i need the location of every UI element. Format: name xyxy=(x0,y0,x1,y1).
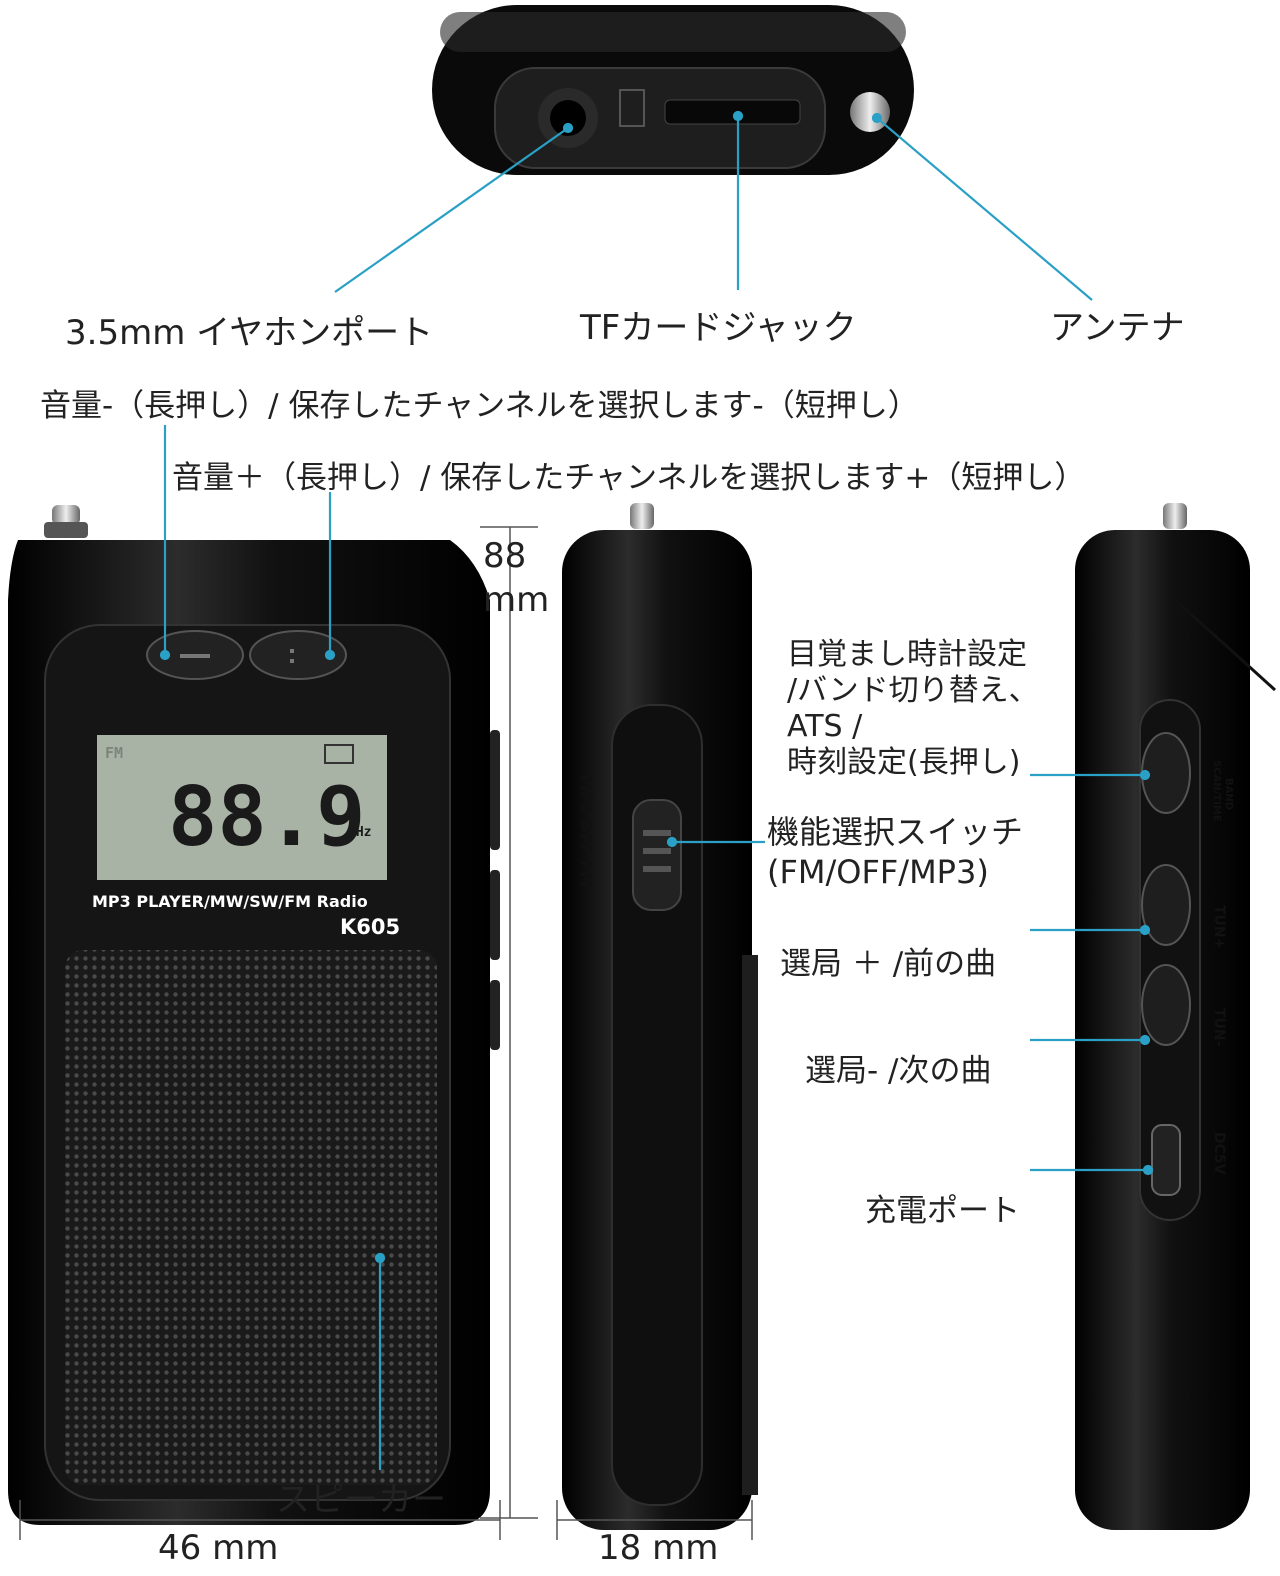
scan-label: SCAN/TIME xyxy=(1211,760,1222,822)
alarm-band-ats-label: 目覚まし時計設定 /バンド切り替え、 ATS / 時刻設定(長押し) xyxy=(787,637,1039,780)
front-view: FM 88.9 MHz MP3 PLAYER/MW/SW/FM Radio K6… xyxy=(8,505,500,1525)
tune-minus-button xyxy=(1141,964,1191,1046)
earphone-port-label: 3.5mm イヤホンポート xyxy=(65,313,434,353)
lcd-band: FM xyxy=(105,744,123,762)
model-name: K605 xyxy=(340,915,400,939)
top-view xyxy=(432,5,914,175)
right-side-view: BAND SCAN/TIME TUN+ TUN- DC5V xyxy=(1075,503,1277,1530)
height-unit: mm xyxy=(483,580,550,620)
tune-down-label: 選局- /次の曲 xyxy=(805,1053,992,1089)
antenna-tip-icon xyxy=(850,92,890,132)
speaker-grill xyxy=(65,950,437,1485)
lcd-screen xyxy=(97,735,387,880)
volume-down-button xyxy=(146,630,244,680)
earphone-jack-icon xyxy=(538,88,598,148)
width-dimension: 46 mm xyxy=(158,1528,279,1568)
volume-up-button xyxy=(249,630,347,680)
side-antenna-icon xyxy=(630,503,654,529)
callout-lines xyxy=(159,110,1154,1470)
tun-plus-label: TUN+ xyxy=(1211,905,1227,949)
function-switch xyxy=(632,799,682,911)
speaker-label: スピーカー xyxy=(276,1480,446,1520)
charge-port-label: 充電ポート xyxy=(865,1193,1020,1229)
usb-port-icon xyxy=(1151,1124,1181,1196)
left-side-view: MP3 OFF FM xyxy=(562,503,758,1530)
volume-up-label: 音量＋（長押し）/ 保存したチャンネルを選択します+（短押し） xyxy=(172,460,1086,496)
tune-plus-button xyxy=(1141,864,1191,946)
function-switch-label: 機能選択スイッチ (FM/OFF/MP3) xyxy=(767,813,1024,891)
side-antenna-icon xyxy=(1163,503,1187,529)
front-antenna-icon xyxy=(44,505,88,538)
tf-card-label: TFカードジャック xyxy=(580,308,857,348)
lcd-unit: MHz xyxy=(348,825,371,840)
tune-up-label: 選局 ＋ /前の曲 xyxy=(780,946,997,982)
tf-card-slot-icon xyxy=(619,89,801,127)
tun-minus-label: TUN- xyxy=(1211,1008,1227,1047)
dimension-lines xyxy=(19,526,753,1540)
band-label: BAND xyxy=(1223,778,1234,810)
volume-down-label: 音量-（長押し）/ 保存したチャンネルを選択します-（短押し） xyxy=(40,388,919,424)
model-line: MP3 PLAYER/MW/SW/FM Radio xyxy=(92,892,368,911)
dc-label: DC5V xyxy=(1211,1132,1227,1175)
depth-dimension: 18 mm xyxy=(598,1528,719,1568)
antenna-label: アンテナ xyxy=(1050,308,1185,348)
height-value: 88 xyxy=(483,536,527,576)
switch-label: MP3 OFF FM xyxy=(577,775,596,887)
lcd-frequency: 88.9 xyxy=(168,770,365,865)
